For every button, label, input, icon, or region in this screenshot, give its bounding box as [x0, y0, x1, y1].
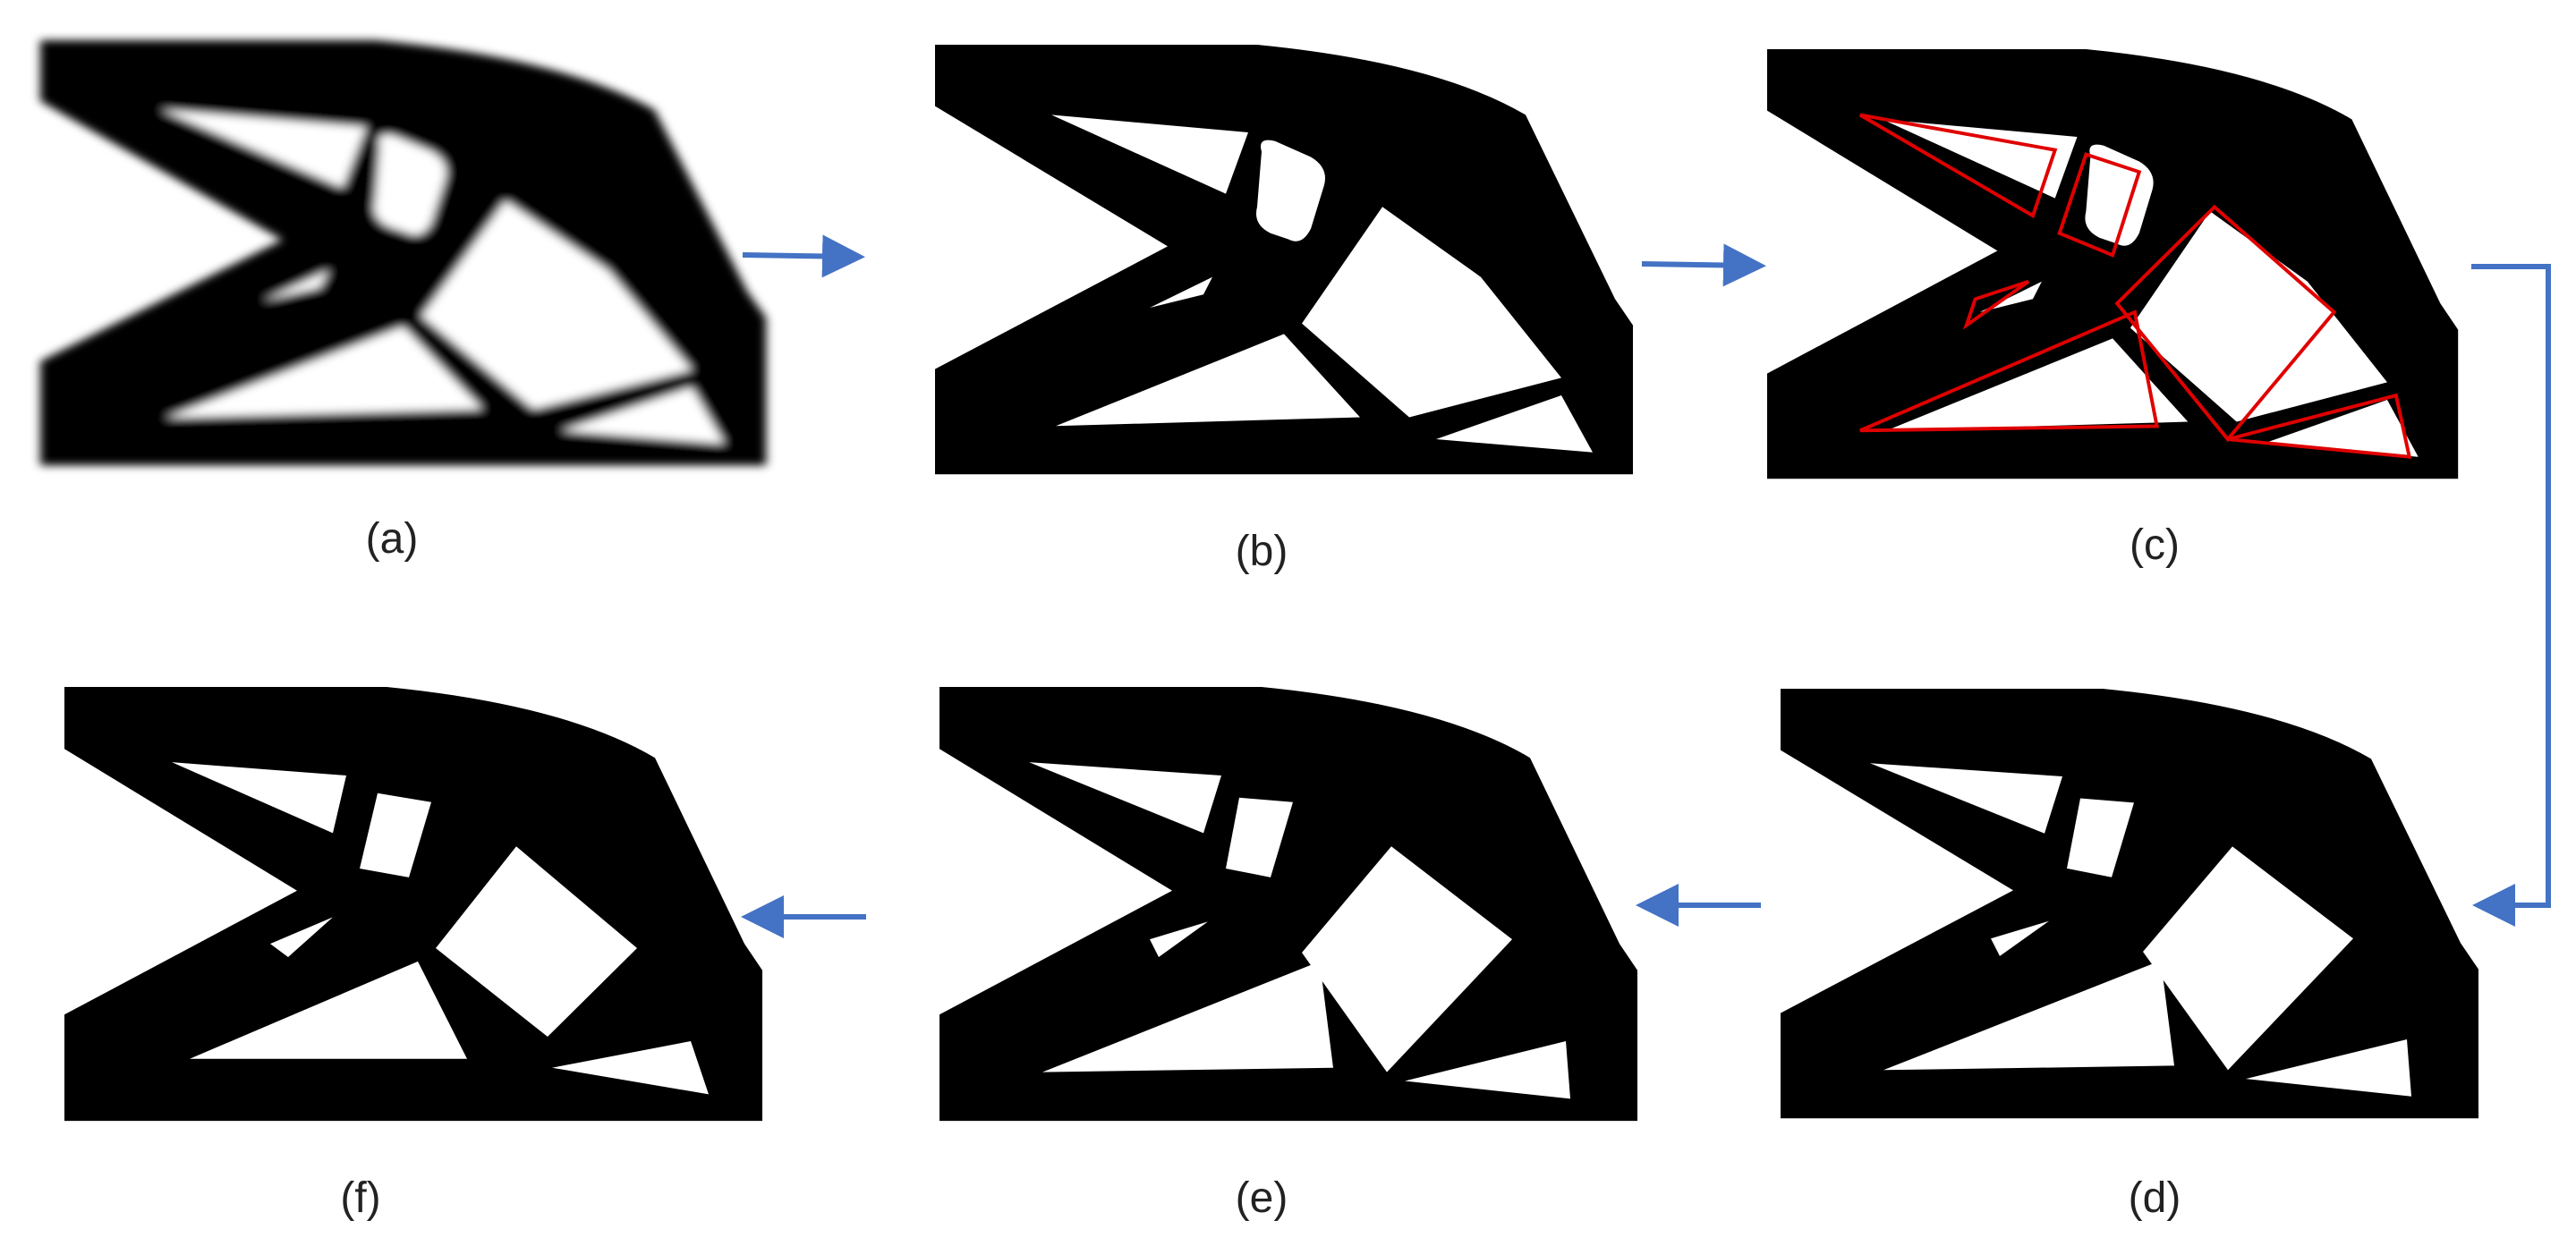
panel-d-figure: [1781, 689, 2478, 1119]
panel-f-figure: [64, 687, 762, 1122]
arrow-b-to-c: [1641, 243, 1766, 287]
panel-e-label: (e): [1236, 1174, 1288, 1222]
panel-c-label: (c): [2130, 521, 2180, 569]
panel-b-label: (b): [1236, 528, 1288, 575]
panel-a-figure: [40, 40, 767, 466]
panel-c-figure: [1767, 49, 2459, 479]
hole-outlines: [1858, 113, 2412, 459]
panel-e-figure: [939, 687, 1637, 1122]
panel-f-label: (f): [340, 1174, 380, 1222]
arrow-a-to-b: [742, 234, 865, 278]
panel-a-label: (a): [366, 515, 419, 563]
panel-d-label: (d): [2129, 1174, 2181, 1222]
arrow-c-to-d: [2471, 264, 2551, 927]
panel-b-figure: [935, 45, 1633, 475]
